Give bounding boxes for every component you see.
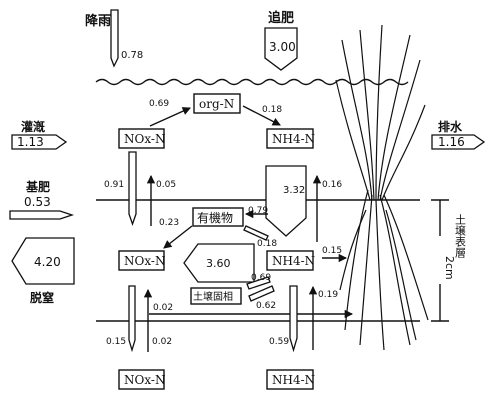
basal-label: 基肥 — [25, 179, 50, 194]
flow-arrow-0.18 — [244, 226, 268, 240]
nox-soil-label: NOx-N — [124, 254, 165, 268]
nh4-soil-label: NH4-N — [272, 254, 315, 268]
depth-label: 2cm — [443, 256, 456, 280]
flow-label-0.15: 0.15 — [322, 246, 342, 256]
flow-label-0.15-down: 0.15 — [106, 337, 126, 347]
topdress-value: 3.00 — [269, 40, 296, 54]
flow-label-0.62: 0.62 — [256, 301, 276, 311]
flow-label-0.69-soil: 0.69 — [251, 273, 271, 283]
denitrification-value: 4.20 — [34, 255, 61, 269]
flow-label-3.32: 3.32 — [283, 185, 305, 196]
basal-arrow — [10, 211, 72, 219]
flow-label-0.16: 0.16 — [322, 180, 342, 190]
flow-label-0.02-up: 0.02 — [152, 337, 172, 347]
flow-arrow-0.15-down — [129, 286, 135, 350]
nox-water-label: NOx-N — [124, 132, 165, 146]
drainage-label: 排水 — [438, 119, 463, 134]
org-n-label: org-N — [199, 97, 234, 111]
rainfall-arrow — [111, 10, 118, 66]
flow-arrow-0.59 — [290, 286, 297, 350]
topdress-label: 追肥 — [268, 10, 294, 26]
flow-label-0.18: 0.18 — [262, 105, 282, 115]
flow-arrow-0.91 — [129, 152, 136, 224]
nh4-bottom-label: NH4-N — [272, 373, 315, 387]
flow-nox-to-org — [150, 108, 190, 126]
soil-fixed-label: 土壌固相 — [193, 290, 233, 303]
nh4-water-label: NH4-N — [272, 132, 315, 146]
flow-organic-to-nox — [164, 226, 192, 248]
flow-arrow-3.32 — [266, 166, 306, 236]
flow-label-0.23: 0.23 — [159, 218, 179, 228]
flow-label-0.18-soil: 0.18 — [257, 239, 277, 249]
rice-plant-illustration — [336, 25, 428, 350]
basal-value: 0.53 — [24, 195, 51, 209]
flow-label-0.02-right: 0.02 — [153, 303, 173, 313]
denitrification-label: 脱窒 — [30, 290, 54, 305]
irrigation-value: 1.13 — [17, 135, 44, 149]
nox-bottom-label: NOx-N — [124, 373, 165, 387]
organic-matter-label: 有機物 — [197, 210, 233, 225]
flow-label-0.05: 0.05 — [156, 180, 176, 190]
flow-label-0.19: 0.19 — [318, 290, 338, 300]
flow-label-0.79: 0.79 — [248, 206, 268, 216]
flow-label-0.69: 0.69 — [149, 99, 169, 109]
flow-label-0.91: 0.91 — [104, 180, 124, 190]
irrigation-label: 灌漑 — [20, 119, 45, 134]
rainfall-label: 降雨 — [85, 13, 111, 29]
rainfall-value: 0.78 — [121, 50, 143, 61]
plant-uptake-value: 3.60 — [206, 257, 231, 270]
drainage-value: 1.16 — [438, 135, 465, 149]
water-surface-line — [96, 80, 408, 85]
flow-label-0.59: 0.59 — [269, 337, 289, 347]
topsoil-label: 土壌表層 — [454, 214, 467, 258]
